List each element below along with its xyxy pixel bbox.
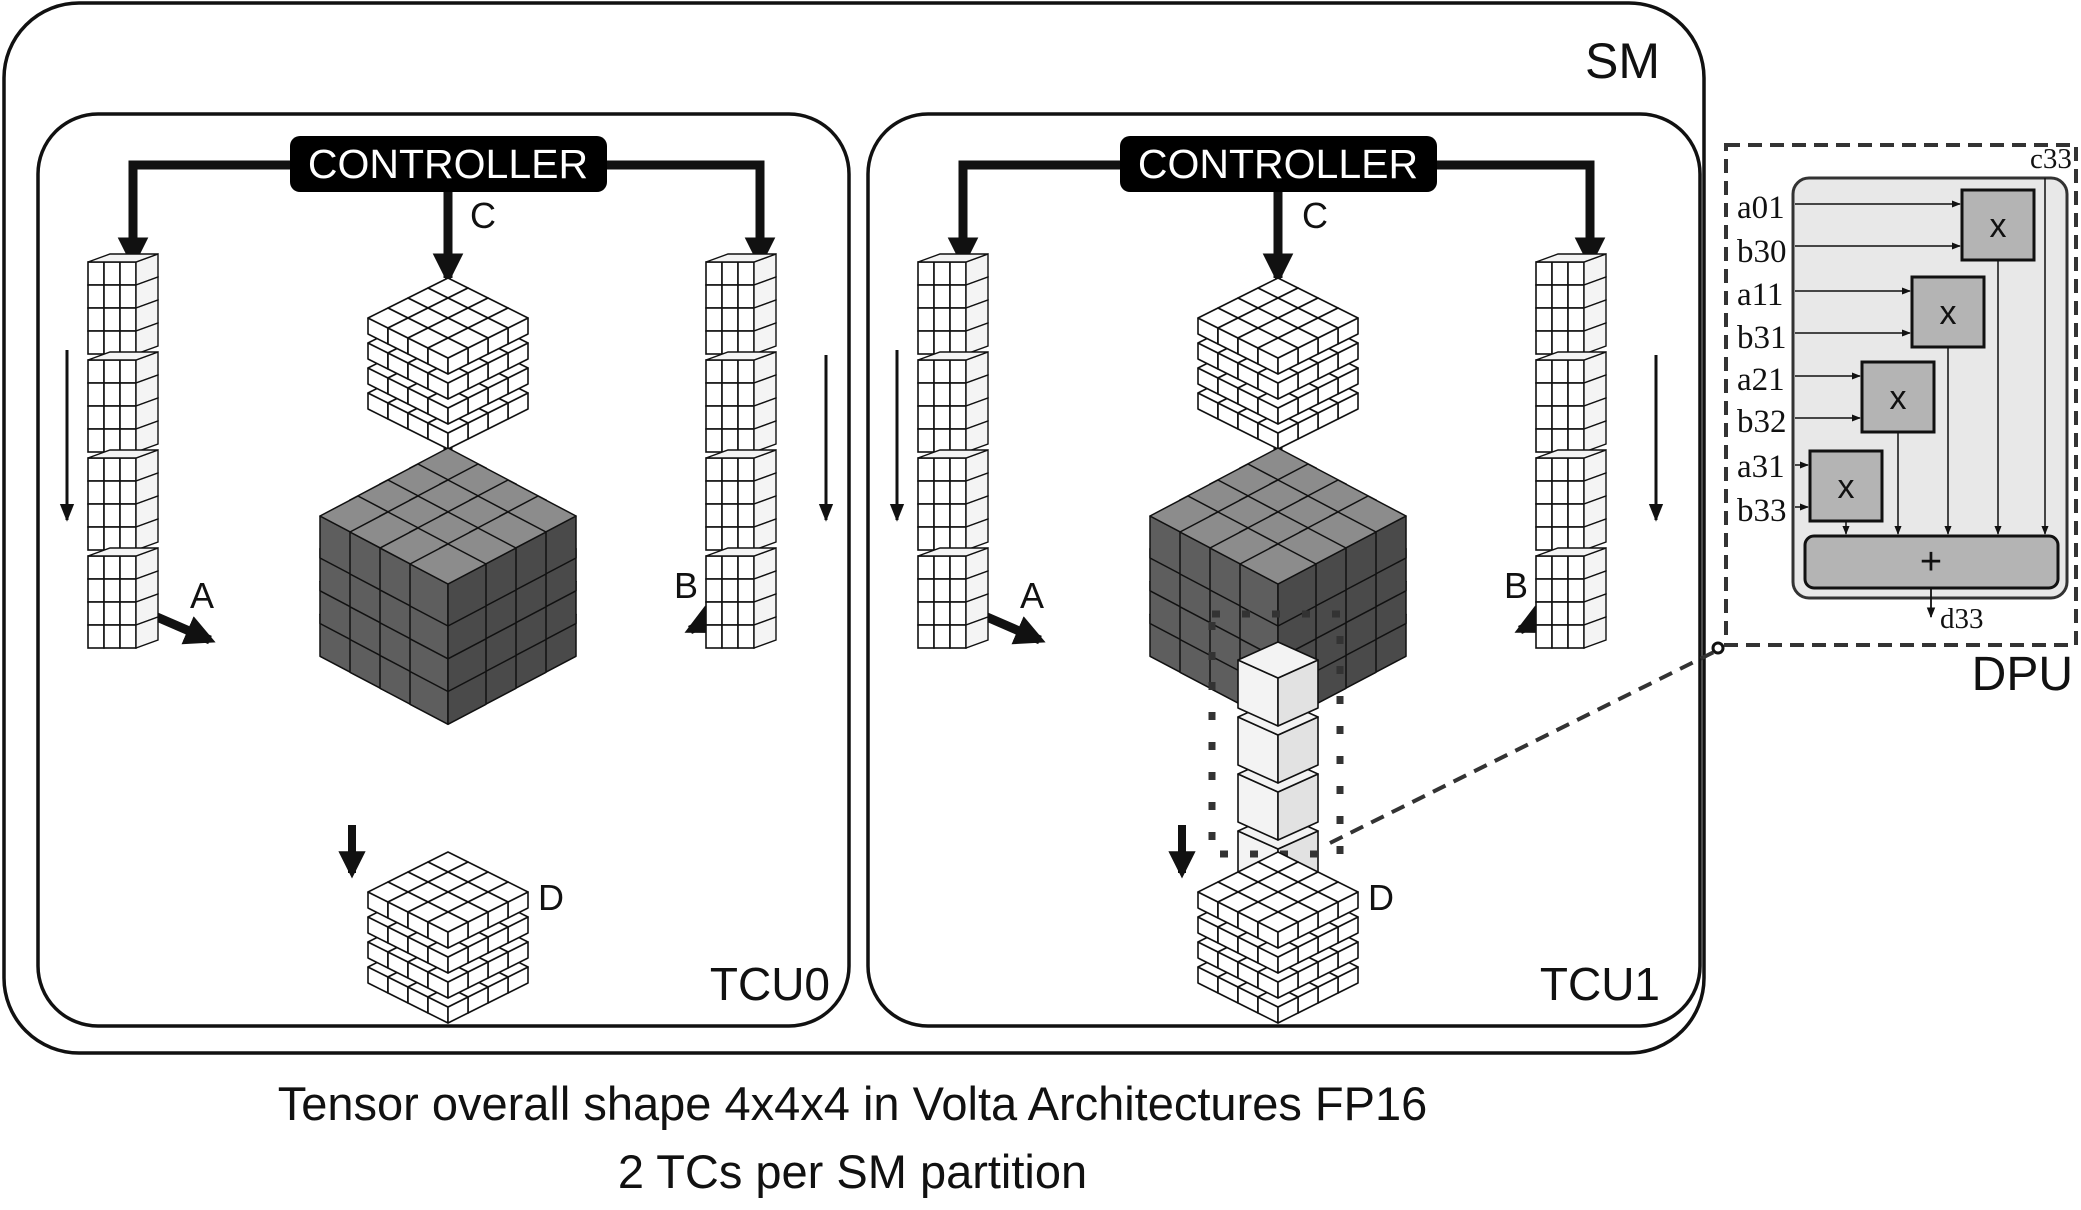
tcu1-matrix-d <box>1197 851 1359 1024</box>
dpu-multiplier-symbol: x <box>1890 379 1907 417</box>
tcu0-matrix-a <box>87 253 159 649</box>
tcu0-matrix-d <box>367 851 529 1024</box>
tcu0-compute-cube <box>319 447 577 726</box>
dpu-multiplier: x a31 b33 <box>1737 449 1884 529</box>
tcu1-label-d: D <box>1368 877 1394 918</box>
dpu-group: DPU c33 x a01 b30 x a11 b31 x a21 b32 x a31 b33 + d… <box>1724 143 2078 701</box>
tcu1-controller-label: CONTROLLER <box>1138 141 1418 187</box>
dpu-input-a: a01 <box>1737 190 1785 226</box>
dpu-label: DPU <box>1972 648 2073 701</box>
dpu-multiplier: x a11 b31 <box>1737 275 1986 356</box>
tcu1-label-c: C <box>1302 195 1328 236</box>
tcu1-label-b: B <box>1504 565 1528 606</box>
tcu1-matrix-a <box>917 253 989 649</box>
caption-line-2: 2 TCs per SM partition <box>617 1145 1088 1198</box>
tcu0-controller: CONTROLLER <box>290 136 607 192</box>
dpu-input-b: b31 <box>1737 320 1787 356</box>
tcu0-label-a: A <box>190 575 214 616</box>
dpu-input-c: c33 <box>2030 143 2072 175</box>
tcu0-controller-arrows <box>59 160 834 879</box>
tcu0-label-d: D <box>538 877 564 918</box>
dpu-adder-symbol: + <box>1920 541 1942 583</box>
tcu0-label-c: C <box>470 195 496 236</box>
dpu-input-a: a21 <box>1737 362 1785 398</box>
sm-label: SM <box>1585 33 1660 89</box>
dpu-input-a: a31 <box>1737 449 1785 485</box>
tcu0-matrix-c <box>367 277 529 450</box>
tcu0-frame <box>36 112 851 1028</box>
tcu0-matrix-b <box>705 253 777 649</box>
tcu1-matrix-c <box>1197 277 1359 450</box>
dpu-multiplier: x a01 b30 <box>1737 188 2036 270</box>
sm-frame <box>2 1 1706 1055</box>
tcu0-label: TCU0 <box>710 958 830 1010</box>
dpu-input-a: a11 <box>1737 277 1783 313</box>
dpu-output-d: d33 <box>1940 603 1984 635</box>
tcu1-group: CONTROLLER A B C D <box>889 136 1664 1024</box>
dpu-connector-dot <box>1711 641 1725 655</box>
tcu1-matrix-b <box>1535 253 1607 649</box>
tcu1-controller: CONTROLLER <box>1120 136 1437 192</box>
dpu-input-b: b33 <box>1737 493 1787 529</box>
tcu0-controller-label: CONTROLLER <box>308 141 588 187</box>
dpu-input-b: b30 <box>1737 234 1787 270</box>
dpu-vertical-wires <box>1842 178 2049 535</box>
tcu1-label: TCU1 <box>1540 958 1660 1010</box>
tcu1-frame <box>866 112 1702 1028</box>
caption-line-1: Tensor overall shape 4x4x4 in Volta Arch… <box>277 1077 1428 1130</box>
dpu-multiplier-symbol: x <box>1990 207 2007 245</box>
dpu-multiplier: x a21 b32 <box>1737 360 1936 440</box>
tcu0-group: CONTROLLER A B C D <box>59 136 834 1024</box>
dpu-multiplier-symbol: x <box>1838 468 1855 506</box>
tcu1-label-a: A <box>1020 575 1044 616</box>
dpu-multiplier-rows: x a01 b30 x a11 b31 x a21 b32 x a31 b33 <box>1737 188 2036 529</box>
dpu-dashed-frame <box>1724 143 2078 647</box>
tcu0-label-b: B <box>674 565 698 606</box>
dpu-input-b: b32 <box>1737 404 1787 440</box>
dpu-connector-line <box>1329 648 1719 845</box>
dpu-multiplier-symbol: x <box>1940 294 1957 332</box>
